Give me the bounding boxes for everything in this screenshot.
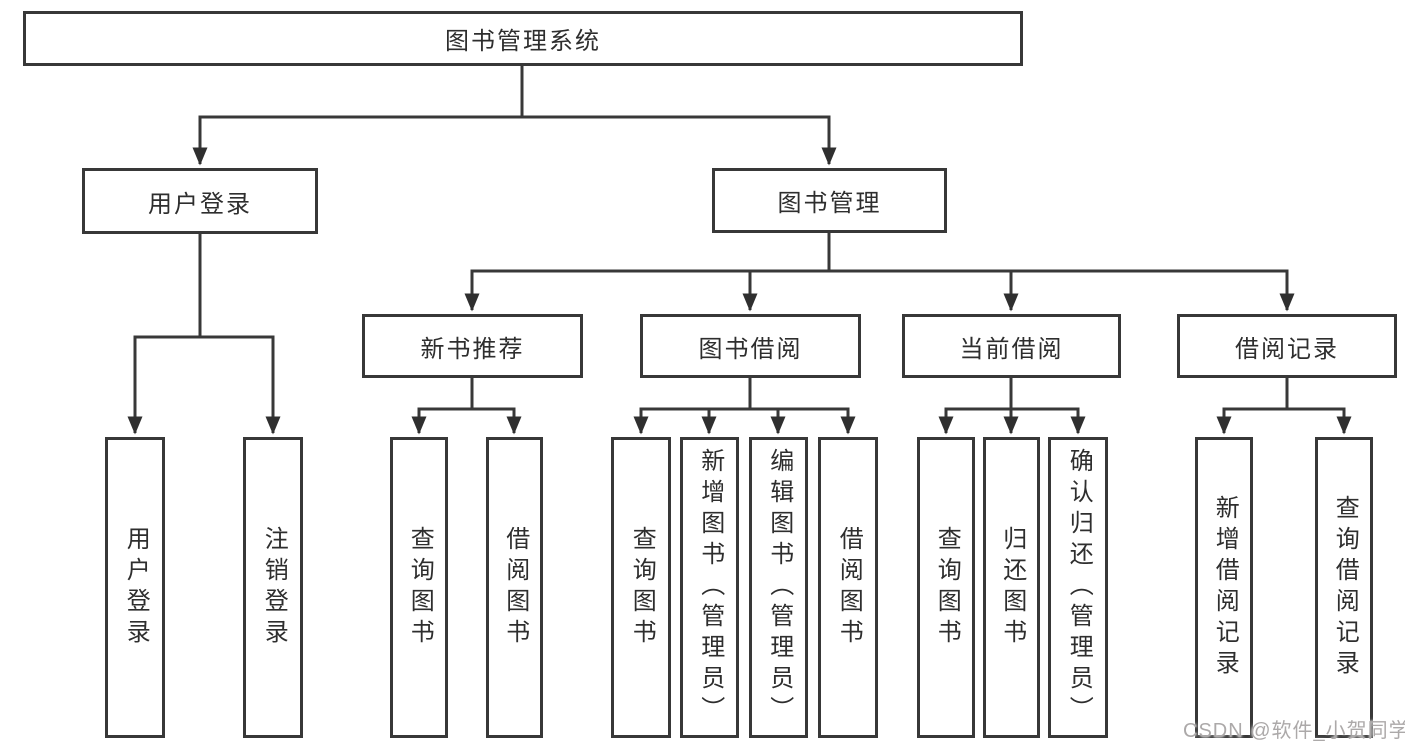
node-current-borrow: 当前借阅 xyxy=(902,314,1121,378)
leaf-borrow-books-label: 借阅图书 xyxy=(835,525,863,650)
leaf-logout-label: 注销登录 xyxy=(260,525,288,650)
node-borrow-records-label: 借阅记录 xyxy=(1235,335,1339,363)
leaf-borrow-books: 借阅图书 xyxy=(818,437,878,738)
leaf-query-books-recommend-label: 查询图书 xyxy=(406,525,434,650)
node-user-login: 用户登录 xyxy=(82,168,318,234)
leaf-user-login-label: 用户登录 xyxy=(122,525,150,650)
leaf-query-borrow-record: 查询借阅记录 xyxy=(1315,437,1373,738)
leaf-return-book: 归还图书 xyxy=(983,437,1040,738)
node-book-management-label: 图书管理 xyxy=(777,190,882,217)
node-book-management: 图书管理 xyxy=(712,168,947,233)
node-book-borrow: 图书借阅 xyxy=(640,314,861,378)
leaf-borrow-books-recommend: 借阅图书 xyxy=(486,437,543,738)
leaf-return-book-label: 归还图书 xyxy=(998,525,1026,650)
leaf-add-borrow-record-label: 新增借阅记录 xyxy=(1211,494,1239,681)
leaf-query-borrow-record-label: 查询借阅记录 xyxy=(1331,494,1359,681)
leaf-query-books-current-label: 查询图书 xyxy=(933,525,961,650)
root-node: 图书管理系统 xyxy=(23,11,1023,66)
node-borrow-records: 借阅记录 xyxy=(1177,314,1397,378)
leaf-add-book-admin: 新增图书（管理员） xyxy=(680,437,739,738)
leaf-add-borrow-record: 新增借阅记录 xyxy=(1195,437,1253,738)
leaf-confirm-return-admin-label: 确认归还（管理员） xyxy=(1065,448,1093,727)
node-book-borrow-label: 图书借阅 xyxy=(698,335,803,363)
leaf-query-books-current: 查询图书 xyxy=(917,437,975,738)
leaf-edit-book-admin-label: 编辑图书（管理员） xyxy=(765,448,793,727)
node-current-borrow-label: 当前借阅 xyxy=(959,335,1064,363)
leaf-query-books-recommend: 查询图书 xyxy=(390,437,448,738)
leaf-edit-book-admin: 编辑图书（管理员） xyxy=(749,437,808,738)
leaf-query-books-borrow: 查询图书 xyxy=(611,437,671,738)
leaf-borrow-books-recommend-label: 借阅图书 xyxy=(501,525,529,650)
leaf-logout: 注销登录 xyxy=(243,437,303,738)
leaf-add-book-admin-label: 新增图书（管理员） xyxy=(696,448,724,727)
leaf-user-login: 用户登录 xyxy=(105,437,165,738)
csdn-watermark: CSDN @软件_小贺同学 xyxy=(1183,720,1405,742)
node-new-book-recommend-label: 新书推荐 xyxy=(420,335,525,363)
leaf-query-books-borrow-label: 查询图书 xyxy=(628,525,656,650)
node-new-book-recommend: 新书推荐 xyxy=(362,314,583,378)
root-node-label: 图书管理系统 xyxy=(445,28,601,55)
node-user-login-label: 用户登录 xyxy=(148,190,252,218)
leaf-confirm-return-admin: 确认归还（管理员） xyxy=(1048,437,1108,738)
